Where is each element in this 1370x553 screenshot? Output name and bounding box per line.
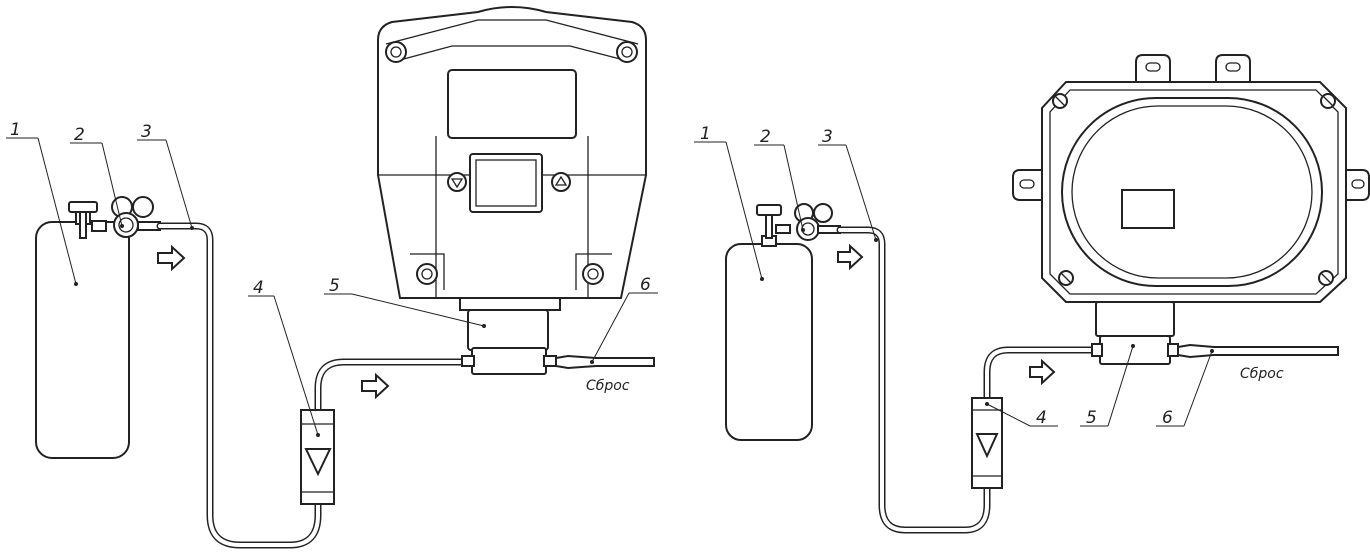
right-label-3: 3	[822, 127, 833, 147]
left-label-2: 2	[74, 125, 85, 145]
left-gas-hose	[156, 222, 322, 549]
left-label-5: 5	[329, 276, 340, 296]
right-rotameter	[971, 346, 1102, 489]
right-pressure-reducer	[775, 203, 841, 241]
left-flow-arrow-upper	[157, 244, 186, 272]
right-gas-analyzer	[1041, 81, 1347, 365]
left-rotameter	[300, 358, 471, 505]
right-gas-hose	[836, 226, 991, 534]
left-gas-cylinder	[35, 201, 130, 459]
left-label-3: 3	[141, 122, 152, 142]
right-exhaust-hose	[1177, 343, 1339, 359]
right-label-6: 6	[1162, 408, 1173, 428]
left-exhaust-label: Сброс	[586, 378, 630, 394]
left-label-1: 1	[10, 120, 21, 140]
left-scheme: 1 2 3 4 5 6 Сброс	[6, 6, 658, 549]
right-label-1: 1	[700, 124, 711, 144]
right-label-5: 5	[1086, 408, 1097, 428]
right-flow-arrow-lower	[1029, 358, 1056, 386]
right-label-2: 2	[760, 127, 771, 147]
right-leader-lines	[694, 141, 1213, 427]
right-mounting-ears	[1012, 54, 1370, 201]
right-scheme: 1 2 3 4 5 6 Сброс	[694, 54, 1370, 534]
right-exhaust-label: Сброс	[1240, 366, 1284, 382]
right-flow-arrow-upper	[837, 243, 864, 271]
right-gas-cylinder	[725, 204, 813, 441]
left-exhaust-hose	[555, 354, 655, 370]
left-leader-lines	[6, 137, 658, 436]
right-label-4: 4	[1036, 408, 1047, 428]
left-label-6: 6	[640, 275, 651, 295]
left-pressure-reducer	[91, 196, 161, 238]
left-gas-analyzer	[377, 6, 647, 375]
left-label-4: 4	[253, 278, 264, 298]
left-flow-arrow-lower	[361, 372, 390, 400]
